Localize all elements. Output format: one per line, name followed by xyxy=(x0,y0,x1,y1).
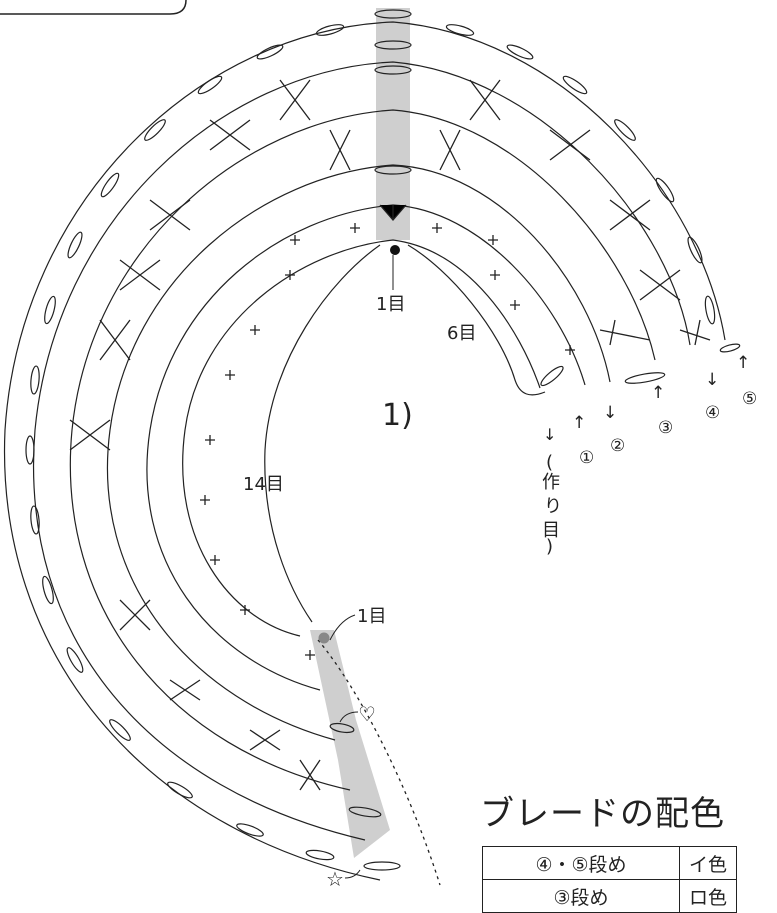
svg-text:り: り xyxy=(544,496,562,517)
row-3-arrow: ↑ xyxy=(651,383,665,403)
color-cell: イ色 xyxy=(679,846,737,880)
label-1me-bottom: 1目 xyxy=(357,606,386,627)
start-dot-bottom xyxy=(318,632,330,644)
row-markers: ↑ ① ↓ ② ↑ ③ ↓ ④ ↑ ⑤ xyxy=(572,353,757,468)
start-dot-top xyxy=(390,245,400,255)
chain-stitch-ovals xyxy=(25,9,741,871)
rows-cell: ③段め xyxy=(482,879,680,913)
join-band-top xyxy=(376,8,410,240)
join-band-bottom xyxy=(310,630,390,858)
svg-text:): ) xyxy=(546,536,553,557)
color-table-title: ブレードの配色 xyxy=(480,794,725,834)
table-row: ④・⑤段め イ色 xyxy=(482,846,737,880)
symbol-star: ☆ xyxy=(326,867,344,891)
row-5-arrow: ↑ xyxy=(736,353,750,373)
row-4-arrow: ↓ xyxy=(705,370,719,390)
row-1-num: ① xyxy=(579,448,594,468)
foundation-label: ( 作 り 目 ) xyxy=(542,452,562,557)
color-table: ④・⑤段め イ色 ③段め ロ色 xyxy=(482,846,737,913)
symbol-heart: ♡ xyxy=(358,702,376,726)
label-6me: 6目 xyxy=(447,323,476,344)
row-5-num: ⑤ xyxy=(742,389,757,409)
row-2-num: ② xyxy=(610,436,625,456)
row-arcs xyxy=(3,21,726,881)
leader-1me-bottom xyxy=(329,614,356,641)
table-row: ③段め ロ色 xyxy=(482,879,737,913)
color-cell: ロ色 xyxy=(679,879,737,913)
stitch-crosses xyxy=(69,79,711,791)
leader-star xyxy=(344,869,361,879)
svg-text:作: 作 xyxy=(542,472,560,493)
rows-cell: ④・⑤段め xyxy=(482,846,680,880)
row-3-num: ③ xyxy=(658,418,673,438)
row-2-arrow: ↓ xyxy=(603,403,617,423)
callout-box-edge xyxy=(0,0,187,15)
row-4-num: ④ xyxy=(705,403,720,423)
svg-text:(: ( xyxy=(546,452,553,473)
row-1-arrow: ↑ xyxy=(572,413,586,433)
crochet-chart: 1目 6目 14目 1目 1) ♡ ☆ ( 作 り 目 ) ↓ ↑ ① ↓ ② … xyxy=(0,0,757,891)
step-label: 1) xyxy=(382,398,413,433)
foundation-arrow: ↓ xyxy=(543,425,556,444)
svg-text:目: 目 xyxy=(542,520,560,541)
label-14me: 14目 xyxy=(243,474,284,495)
label-1me-top: 1目 xyxy=(376,294,405,315)
leader-heart xyxy=(339,711,359,723)
